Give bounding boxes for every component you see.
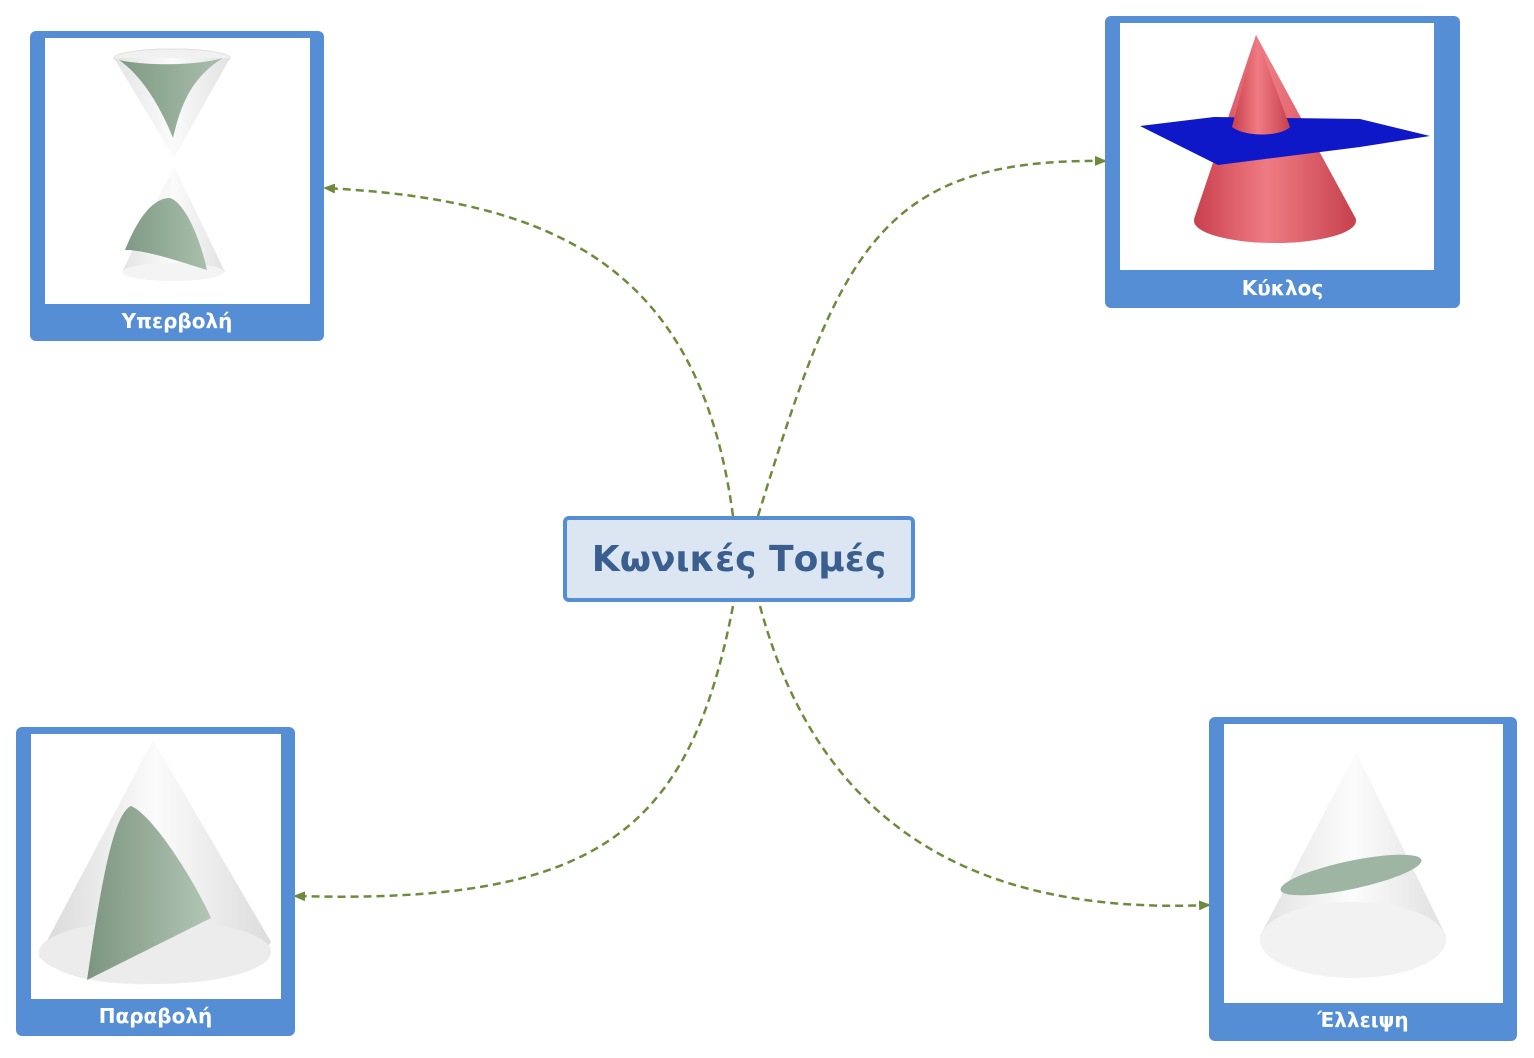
hyperbola-image bbox=[45, 38, 310, 304]
connector-parabola bbox=[293, 605, 735, 902]
node-label-circle: Κύκλος bbox=[1241, 276, 1324, 300]
circle-image bbox=[1120, 23, 1434, 270]
node-label-hyperbola: Υπερβολή bbox=[121, 309, 233, 333]
node-circle[interactable]: Κύκλος bbox=[1105, 16, 1460, 308]
ellipse-image bbox=[1224, 724, 1503, 1003]
central-topic[interactable]: Κωνικές Τομές bbox=[563, 516, 915, 602]
node-hyperbola[interactable]: Υπερβολή bbox=[30, 31, 324, 341]
central-topic-label: Κωνικές Τομές bbox=[591, 538, 887, 580]
connector-circle bbox=[756, 155, 1107, 517]
connector-ellipse bbox=[758, 605, 1211, 911]
node-ellipse[interactable]: Έλλειψη bbox=[1209, 717, 1517, 1041]
node-label-ellipse: Έλλειψη bbox=[1317, 1008, 1409, 1032]
connector-hyperbola bbox=[323, 183, 735, 517]
parabola-image bbox=[31, 734, 281, 999]
node-label-parabola: Παραβολή bbox=[98, 1004, 213, 1028]
node-parabola[interactable]: Παραβολή bbox=[16, 727, 295, 1036]
